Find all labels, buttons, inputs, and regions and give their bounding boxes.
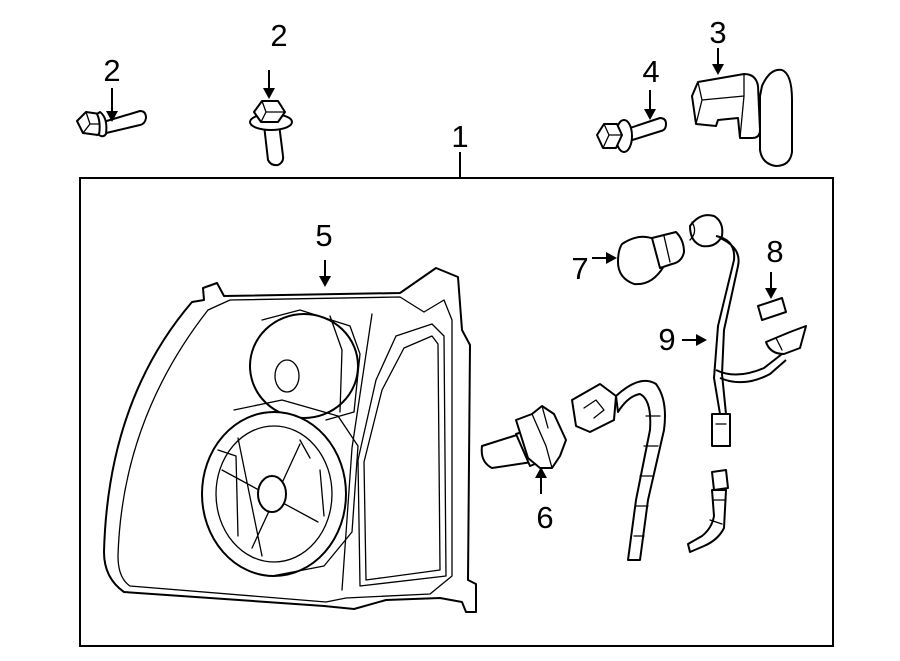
callout-3-bracket: 3 <box>709 15 726 50</box>
bulb-7 <box>617 231 685 286</box>
connector-8 <box>757 297 787 321</box>
bolt-4 <box>596 117 667 153</box>
callout-7-arrow <box>592 252 617 264</box>
callout-7-bulb: 7 <box>571 251 588 286</box>
pigtail-lower <box>687 469 729 553</box>
callout-2b-arrow <box>263 70 275 99</box>
bulb-6 <box>480 405 567 469</box>
headlamp-housing-5 <box>103 267 477 613</box>
callout-2b-bolt: 2 <box>270 18 287 53</box>
callout-5-arrow <box>319 260 331 287</box>
callout-8-connector: 8 <box>766 234 783 269</box>
callout-4-arrow <box>644 90 656 120</box>
callout-1-headlamp-assembly: 1 <box>451 119 468 154</box>
callout-8-arrow <box>765 272 777 299</box>
assembly-frame <box>79 152 834 647</box>
callout-6-arrow <box>535 467 547 494</box>
bracket-3 <box>691 68 793 167</box>
wiring-harness-9 <box>689 214 807 447</box>
bolt-2-vertical <box>249 100 293 167</box>
socket-harness <box>571 380 666 561</box>
callout-9-arrow <box>682 334 707 346</box>
callout-5-housing: 5 <box>315 218 332 253</box>
callout-9-harness: 9 <box>658 322 675 357</box>
bolt-2-left <box>76 110 147 138</box>
callout-2a-arrow <box>106 88 118 122</box>
callout-4-bolt: 4 <box>642 54 659 89</box>
callout-2a-bolt: 2 <box>103 53 120 88</box>
callout-6-bulb: 6 <box>536 500 553 535</box>
callout-3-arrow <box>712 48 724 75</box>
